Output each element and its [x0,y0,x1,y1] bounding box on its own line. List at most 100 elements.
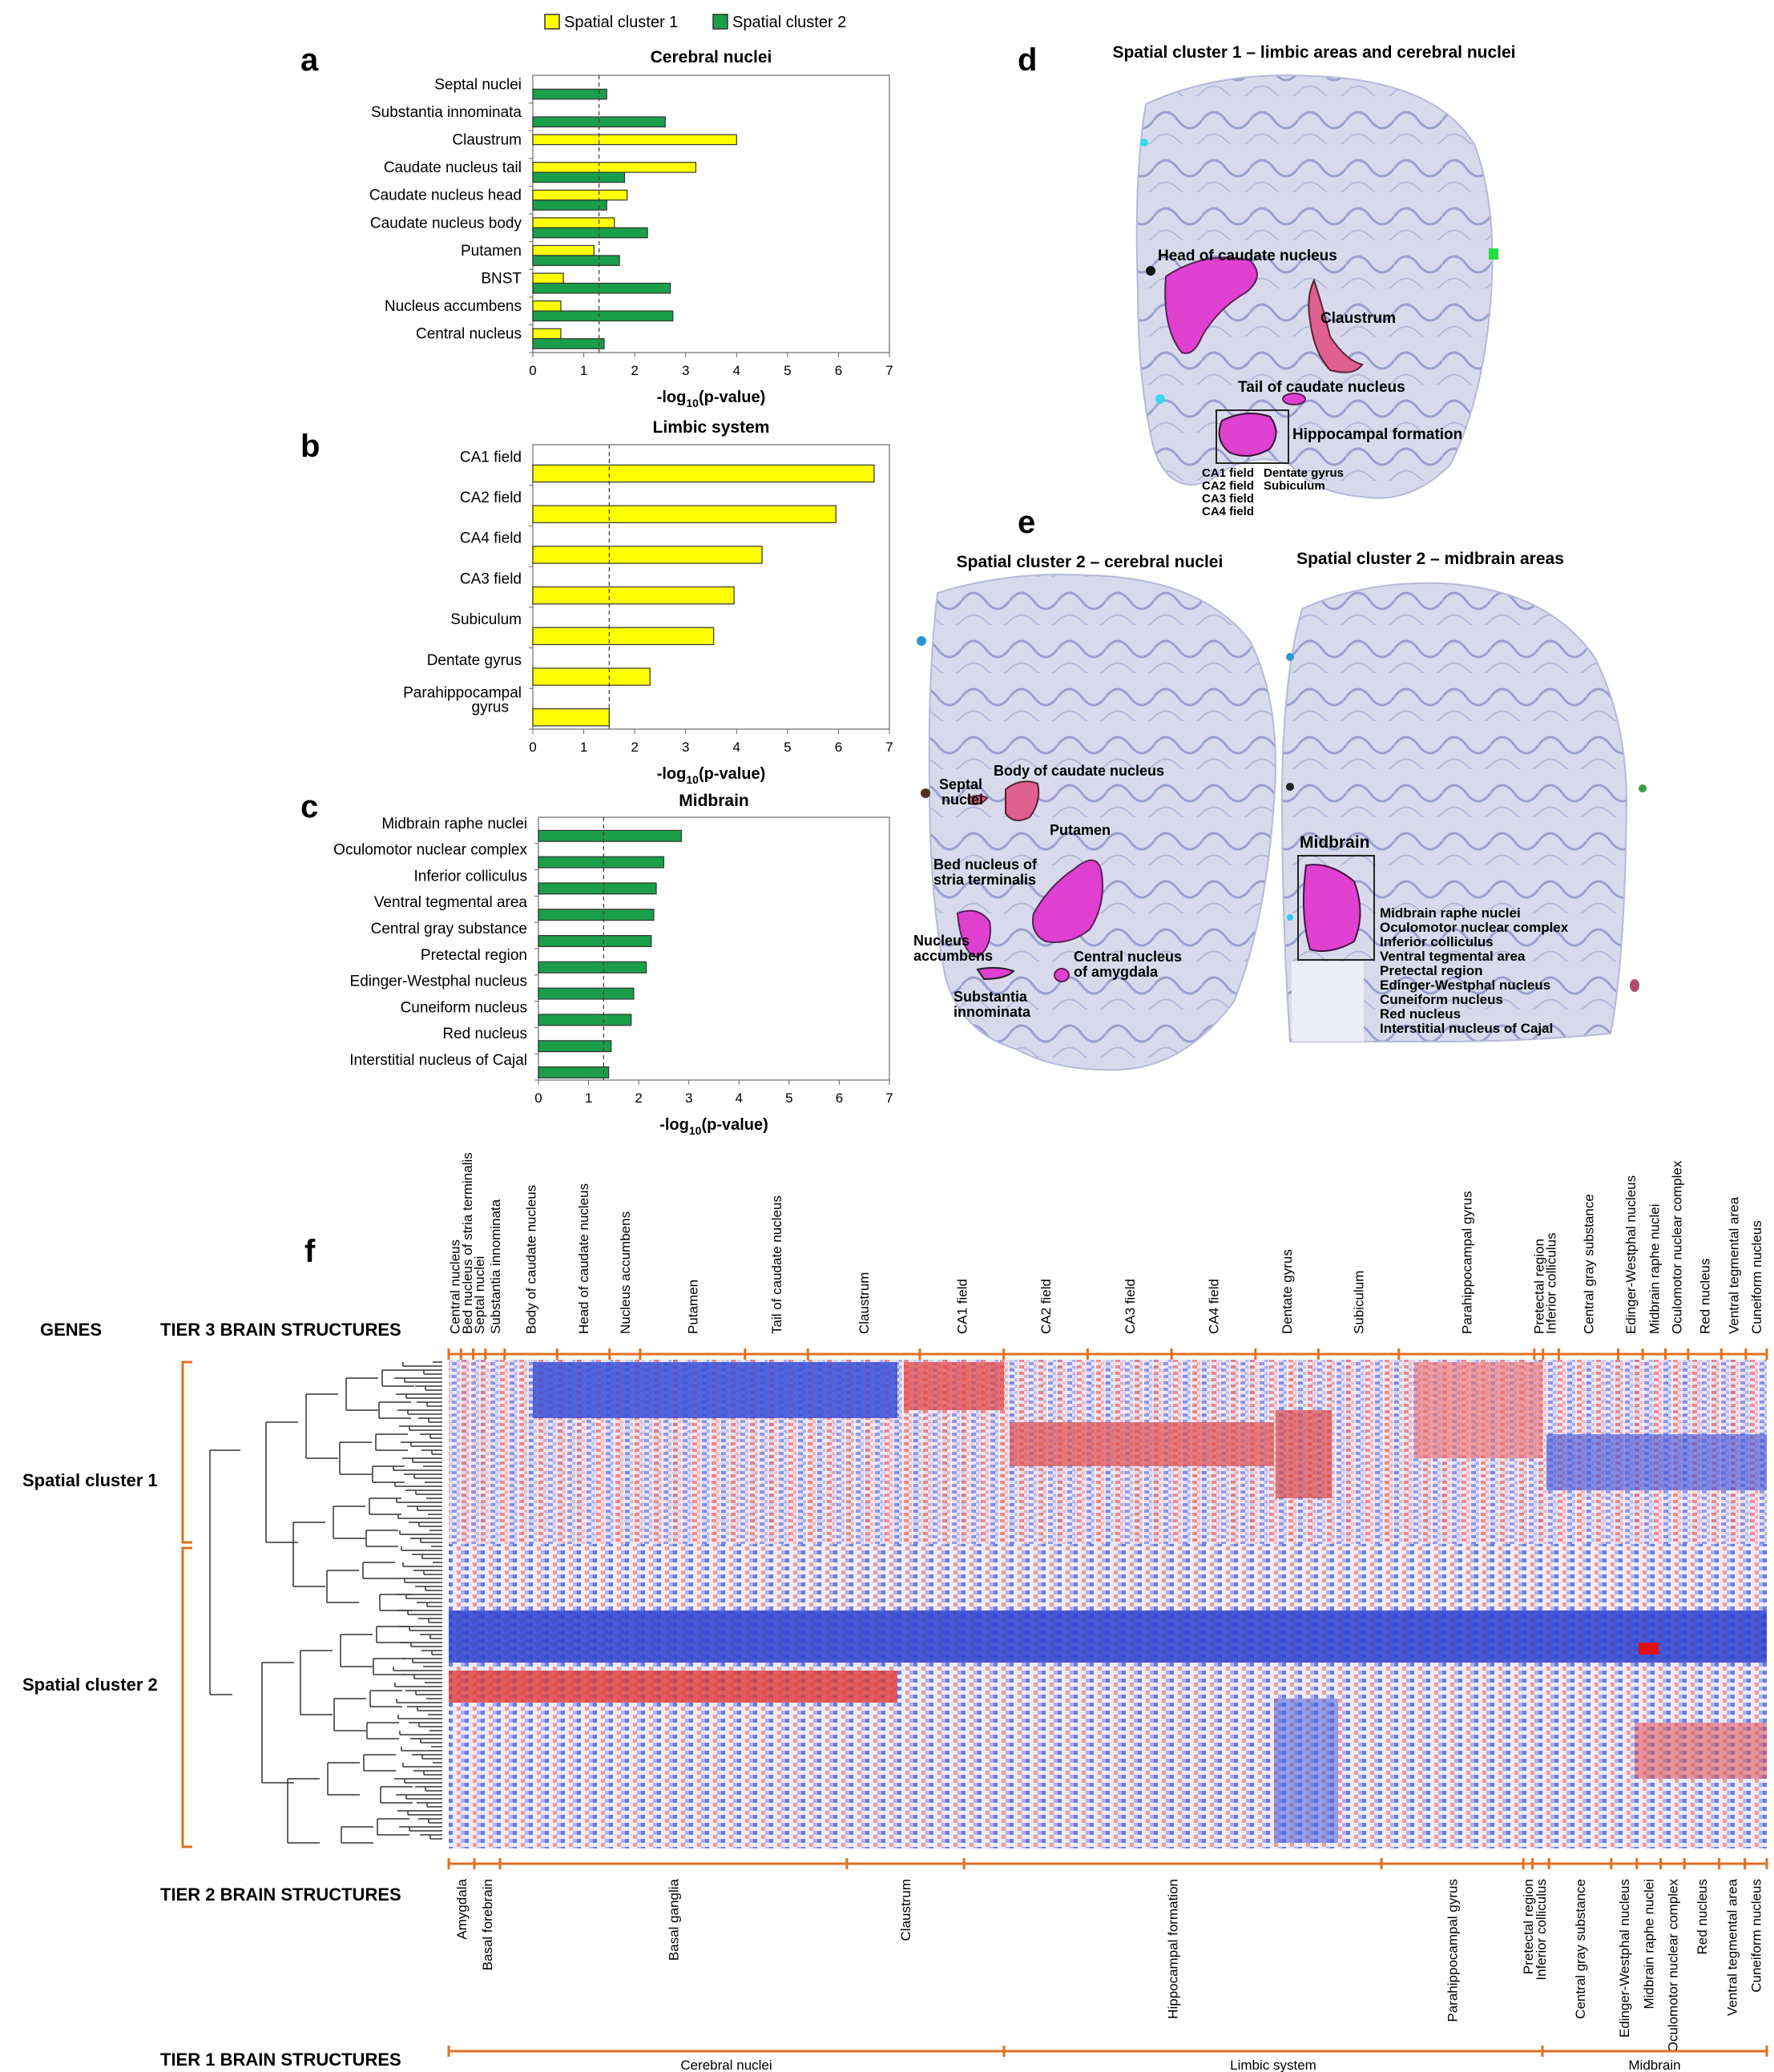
heatmap-block [1635,1723,1767,1779]
midbrain-box [1297,855,1375,961]
cluster1-label: Spatial cluster 1 [22,1470,158,1490]
bar-bnst-cluster-1 [532,272,564,284]
fiducial-dot [1146,266,1155,276]
bar-ca3-field [532,586,735,605]
tier3-label-head-of-caudate-nucleus: Head of caudate nucleus [576,1183,591,1334]
tier1-ruler [447,2046,1768,2057]
bar-oculomotor-nuclear-complex [538,856,665,869]
category-label: Inferior colliculus [414,868,528,885]
tier3-label-pretectal-region: Pretectal region [1531,1239,1546,1334]
panel-e-brain-sections: Spatial cluster 2 – cerebral nuclei Spat… [913,550,1647,1071]
tier3-label-claustrum: Claustrum [857,1272,872,1334]
tier2-label-midbrain-raphe-nuclei: Midbrain raphe nuclei [1642,1879,1657,2010]
panel-letter-d: d [1018,42,1037,78]
heatmap-block [449,1671,897,1703]
bar-claustrum-cluster-1 [532,134,737,146]
region-tail-caudate [1282,393,1306,405]
label-subst-2: innominata [954,1004,1031,1020]
tier3-label-edinger-westphal-nucleus: Edinger-Westphal nucleus [1623,1175,1639,1334]
x-tick-label: 5 [785,1090,792,1106]
x-axis-label: -log10(p-value) [657,765,766,786]
x-tick-label: 3 [682,740,689,755]
cluster2-label: Spatial cluster 2 [22,1675,158,1695]
panel-letter-a: a [300,42,319,78]
tier3-label-cuneiform-nucleus: Cuneiform nucleus [1749,1220,1764,1334]
category-label: Claustrum [452,132,522,149]
heatmap-block [1274,1699,1338,1843]
bar-cuneiform-nucleus [538,1014,632,1026]
x-tick-label: 7 [885,363,893,378]
label-nacc-2: accumbens [913,948,993,964]
x-tick-label: 4 [733,740,740,755]
x-tick-label: 2 [631,363,638,378]
category-label: Caudate nucleus body [370,215,522,232]
bar-putamen-cluster-1 [532,244,595,256]
tier2-ruler [447,1858,1768,1869]
hippocampal-box [1216,409,1289,464]
cluster1-bracket [181,1361,192,1544]
label-claustrum: Claustrum [1320,310,1396,327]
legend-label-cluster-1: Spatial cluster 1 [564,14,678,31]
category-label: Caudate nucleus head [369,187,522,204]
label-dentate: Dentate gyrus [1264,466,1344,480]
tier3-label-parahippocampal-gyrus: Parahippocampal gyrus [1459,1191,1474,1334]
heatmap-block [1010,1422,1274,1466]
x-tick-label: 6 [835,363,842,378]
panel-letter-c: c [300,789,318,824]
category-label: Midbrain raphe nuclei [381,816,527,832]
category-label: Pretectal region [421,947,527,964]
tier3-label-putamen: Putamen [685,1280,700,1334]
category-label: CA4 field [460,530,522,547]
region-midbrain [1302,864,1361,952]
tier3-label-nucleus-accumbens: Nucleus accumbens [618,1211,633,1334]
x-tick-label: 5 [784,740,791,755]
tier3-ruler [447,1348,1768,1360]
tier2-label-ventral-tegmental-area: Ventral tegmental area [1725,1878,1740,2016]
category-label: Central nucleus [416,326,522,343]
x-tick-label: 6 [836,1090,843,1106]
bar-parahippocampal-gyrus [532,708,610,727]
heatmap-block [1639,1643,1659,1655]
label-hippocampal: Hippocampal formation [1292,426,1462,443]
category-label: Interstitial nucleus of Cajal [349,1052,527,1069]
tier3-label-substantia-innominata: Substantia innominata [488,1199,503,1334]
bar-caudate-nucleus-body-cluster-2 [532,227,648,239]
bar-central-nucleus-cluster-1 [532,328,562,340]
panel-d-brain-section: Spatial cluster 1 – limbic areas and cer… [1112,43,1515,518]
tier2-label-basal-forebrain: Basal forebrain [480,1879,495,1970]
category-label: CA3 field [460,570,522,587]
x-tick-label: 7 [885,1090,893,1106]
genes-label: GENES [40,1320,102,1340]
bar-subiculum [532,627,715,646]
bar-ca4-field [532,546,763,564]
panel-e-title-left: Spatial cluster 2 – cerebral nuclei [957,553,1224,571]
x-tick-label: 4 [733,363,740,378]
x-tick-label: 2 [635,1090,642,1106]
tier3-label-ca3-field: CA3 field [1123,1279,1138,1334]
x-axis-label: -log10(p-value) [659,1116,768,1137]
x-axis-label: -log10(p-value) [657,389,766,409]
tier2-label-inferior-colliculus: Inferior colliculus [1534,1879,1549,1981]
category-label: CA1 field [460,449,522,466]
label-ca4: CA4 field [1202,505,1254,518]
tier3-label-ca1-field: CA1 field [954,1279,970,1334]
tier2-label-pretectal-region: Pretectal region [1521,1879,1536,1974]
category-label: BNST [481,271,522,288]
tier3-label-bed-nucleus-of-stria-terminalis: Bed nucleus of stria terminalis [460,1152,475,1334]
category-label: Substantia innominata [371,104,522,121]
bar-nucleus-accumbens-cluster-2 [532,310,674,322]
x-tick-label: 1 [585,1090,592,1106]
category-label: Parahippocampal [403,684,522,701]
tier1-label-limbic-system: Limbic system [1230,2058,1316,2072]
category-label: Caudate nucleus tail [384,159,522,176]
tier2-label: TIER 2 BRAIN STRUCTURES [160,1885,401,1905]
region-head-caudate [1164,256,1258,354]
tier1-label-midbrain: Midbrain [1628,2058,1680,2072]
label-tail-caudate: Tail of caudate nucleus [1238,379,1405,396]
label-subst-1: Substantia [954,989,1028,1005]
tier2-label-central-gray-substance: Central gray substance [1573,1879,1588,2019]
